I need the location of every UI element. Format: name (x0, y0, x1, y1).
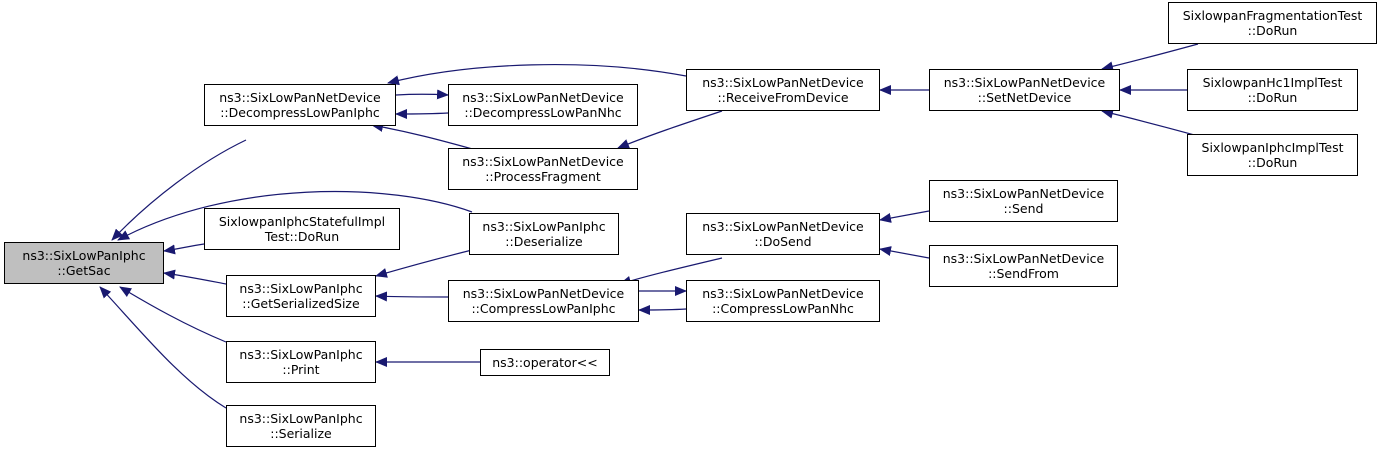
node-send-from-line2: ::SendFrom (988, 266, 1059, 281)
node-decompress-iphc[interactable]: ns3::SixLowPanNetDevice ::DecompressLowP… (204, 84, 396, 126)
node-set-net-device[interactable]: ns3::SixLowPanNetDevice ::SetNetDevice (929, 69, 1120, 111)
node-serialize-line1: ns3::SixLowPanIphc (239, 411, 363, 426)
edge-frag-test-to-set-net-device (1101, 43, 1199, 72)
node-iphc-test-line1: SixlowpanIphcImplTest (1201, 140, 1344, 155)
node-hc1-test-line1: SixlowpanHc1ImplTest (1202, 75, 1343, 90)
edge-process-fragment-to-decompress-iphc (371, 122, 477, 151)
node-serialize-line2: ::Serialize (270, 426, 332, 441)
node-decompress-nhc-line2: ::DecompressLowPanNhc (464, 105, 622, 120)
node-stateful-test-line2: Test::DoRun (264, 229, 340, 244)
edge-compress-iphc-to-get-serialized-size (375, 291, 449, 302)
node-receive-from-device[interactable]: ns3::SixLowPanNetDevice ::ReceiveFromDev… (686, 69, 880, 111)
node-compress-iphc-line2: ::CompressLowPanIphc (471, 301, 616, 316)
edge-deserialize-to-getsac (117, 191, 473, 241)
node-print-line2: ::Print (282, 362, 320, 377)
node-send[interactable]: ns3::SixLowPanNetDevice ::Send (929, 180, 1118, 222)
node-print[interactable]: ns3::SixLowPanIphc ::Print (226, 341, 376, 383)
edge-send-from-to-do-send (879, 246, 930, 259)
edge-decompress-nhc-to-decompress-iphc (395, 108, 449, 119)
node-deserialize-line1: ns3::SixLowPanIphc (482, 219, 606, 234)
edge-receive-from-device-to-process-fragment (617, 110, 723, 149)
node-frag-test-line1: SixlowpanFragmentationTest (1182, 8, 1363, 23)
node-send-line1: ns3::SixLowPanNetDevice (942, 186, 1105, 201)
node-deserialize-line2: ::Deserialize (505, 234, 583, 249)
node-set-net-device-line2: ::SetNetDevice (977, 90, 1072, 105)
node-do-send-line2: ::DoSend (754, 234, 812, 249)
node-process-fragment-line1: ns3::SixLowPanNetDevice (462, 154, 624, 169)
edge-stateful-test-to-getsac (163, 243, 205, 255)
node-operator[interactable]: ns3::operator<< (480, 349, 610, 376)
node-stateful-test-line1: SixlowpanIphcStatefulImpl (218, 214, 386, 229)
edge-receive-from-device-to-decompress-iphc (387, 63, 687, 86)
node-decompress-iphc-line1: ns3::SixLowPanNetDevice (219, 90, 381, 105)
node-iphc-test-line2: ::DoRun (1247, 155, 1298, 170)
node-hc1-test-line2: ::DoRun (1247, 90, 1298, 105)
edge-print-to-getsac (119, 286, 227, 343)
edge-get-serialized-size-to-getsac (163, 269, 227, 285)
node-decompress-iphc-line2: ::DecompressLowPanIphc (220, 105, 380, 120)
edge-decompress-iphc-to-getsac (111, 139, 247, 241)
edge-decompress-iphc-to-decompress-nhc (395, 89, 449, 100)
node-get-serialized-size-line1: ns3::SixLowPanIphc (239, 281, 363, 296)
node-get-serialized-size-line2: ::GetSerializedSize (242, 296, 360, 311)
node-getsac: ns3::SixLowPanIphc ::GetSac (4, 242, 164, 284)
node-getsac-line2: ::GetSac (57, 263, 111, 278)
node-frag-test-line2: ::DoRun (1247, 23, 1298, 38)
edge-compress-nhc-to-compress-iphc (638, 304, 687, 315)
node-serialize[interactable]: ns3::SixLowPanIphc ::Serialize (226, 405, 376, 447)
node-iphc-test[interactable]: SixlowpanIphcImplTest ::DoRun (1187, 134, 1358, 176)
node-receive-from-device-line1: ns3::SixLowPanNetDevice (702, 75, 864, 90)
node-do-send[interactable]: ns3::SixLowPanNetDevice ::DoSend (686, 213, 880, 255)
node-compress-iphc-line1: ns3::SixLowPanNetDevice (462, 286, 625, 301)
node-do-send-line1: ns3::SixLowPanNetDevice (702, 219, 864, 234)
node-get-serialized-size[interactable]: ns3::SixLowPanIphc ::GetSerializedSize (226, 275, 376, 317)
node-compress-iphc[interactable]: ns3::SixLowPanNetDevice ::CompressLowPan… (448, 280, 639, 322)
node-hc1-test[interactable]: SixlowpanHc1ImplTest ::DoRun (1187, 69, 1358, 111)
node-process-fragment-line2: ::ProcessFragment (485, 169, 601, 184)
node-set-net-device-line1: ns3::SixLowPanNetDevice (943, 75, 1106, 90)
node-compress-nhc-line1: ns3::SixLowPanNetDevice (702, 286, 864, 301)
node-decompress-nhc-line1: ns3::SixLowPanNetDevice (462, 90, 624, 105)
node-decompress-nhc[interactable]: ns3::SixLowPanNetDevice ::DecompressLowP… (448, 84, 638, 126)
node-send-line2: ::Send (1003, 201, 1044, 216)
node-compress-nhc[interactable]: ns3::SixLowPanNetDevice ::CompressLowPan… (686, 280, 880, 322)
node-frag-test[interactable]: SixlowpanFragmentationTest ::DoRun (1168, 2, 1377, 44)
node-print-line1: ns3::SixLowPanIphc (239, 347, 363, 362)
edge-serialize-to-getsac (99, 286, 227, 409)
node-compress-nhc-line2: ::CompressLowPanNhc (712, 301, 854, 316)
node-deserialize[interactable]: ns3::SixLowPanIphc ::Deserialize (469, 213, 619, 255)
edge-deserialize-to-get-serialized-size (375, 249, 473, 278)
node-getsac-line1: ns3::SixLowPanIphc (22, 248, 146, 263)
node-send-from[interactable]: ns3::SixLowPanNetDevice ::SendFrom (929, 245, 1118, 287)
node-process-fragment[interactable]: ns3::SixLowPanNetDevice ::ProcessFragmen… (448, 148, 638, 190)
node-receive-from-device-line2: ::ReceiveFromDevice (717, 90, 849, 105)
edge-send-to-do-send (879, 210, 930, 223)
node-stateful-test[interactable]: SixlowpanIphcStatefulImpl Test::DoRun (204, 208, 400, 250)
edge-iphc-test-to-set-net-device (1101, 108, 1199, 137)
node-send-from-line1: ns3::SixLowPanNetDevice (942, 251, 1105, 266)
node-operator-line1: ns3::operator<< (492, 355, 598, 370)
